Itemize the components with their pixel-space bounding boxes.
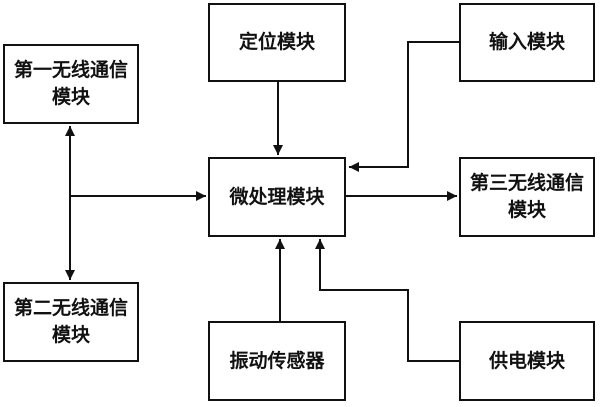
wireless-module-1-label: 第一无线通信模块 (13, 59, 128, 108)
microprocessor-module-box: 微处理模块 (208, 157, 346, 237)
microprocessor-module-label: 微处理模块 (229, 185, 325, 208)
power-module-label: 供电模块 (488, 349, 565, 372)
positioning-module-label: 定位模块 (238, 31, 315, 53)
input-module-label: 输入模块 (488, 31, 565, 53)
input-module-box: 输入模块 (459, 3, 595, 82)
wireless-module-2-box: 第二无线通信模块 (3, 282, 139, 362)
vibration-sensor-label: 振动传感器 (229, 349, 325, 372)
positioning-module-box: 定位模块 (208, 3, 346, 82)
wireless-module-1-box: 第一无线通信模块 (3, 44, 139, 124)
wireless-module-3-label: 第三无线通信模块 (469, 172, 584, 221)
arrow-input-to-mcu (349, 41, 459, 172)
arrow-power-to-mcu (315, 239, 459, 362)
vibration-sensor-box: 振动传感器 (208, 321, 346, 401)
power-module-box: 供电模块 (459, 321, 595, 401)
wireless-module-2-label: 第二无线通信模块 (13, 297, 128, 346)
wireless-module-3-box: 第三无线通信模块 (459, 157, 595, 237)
